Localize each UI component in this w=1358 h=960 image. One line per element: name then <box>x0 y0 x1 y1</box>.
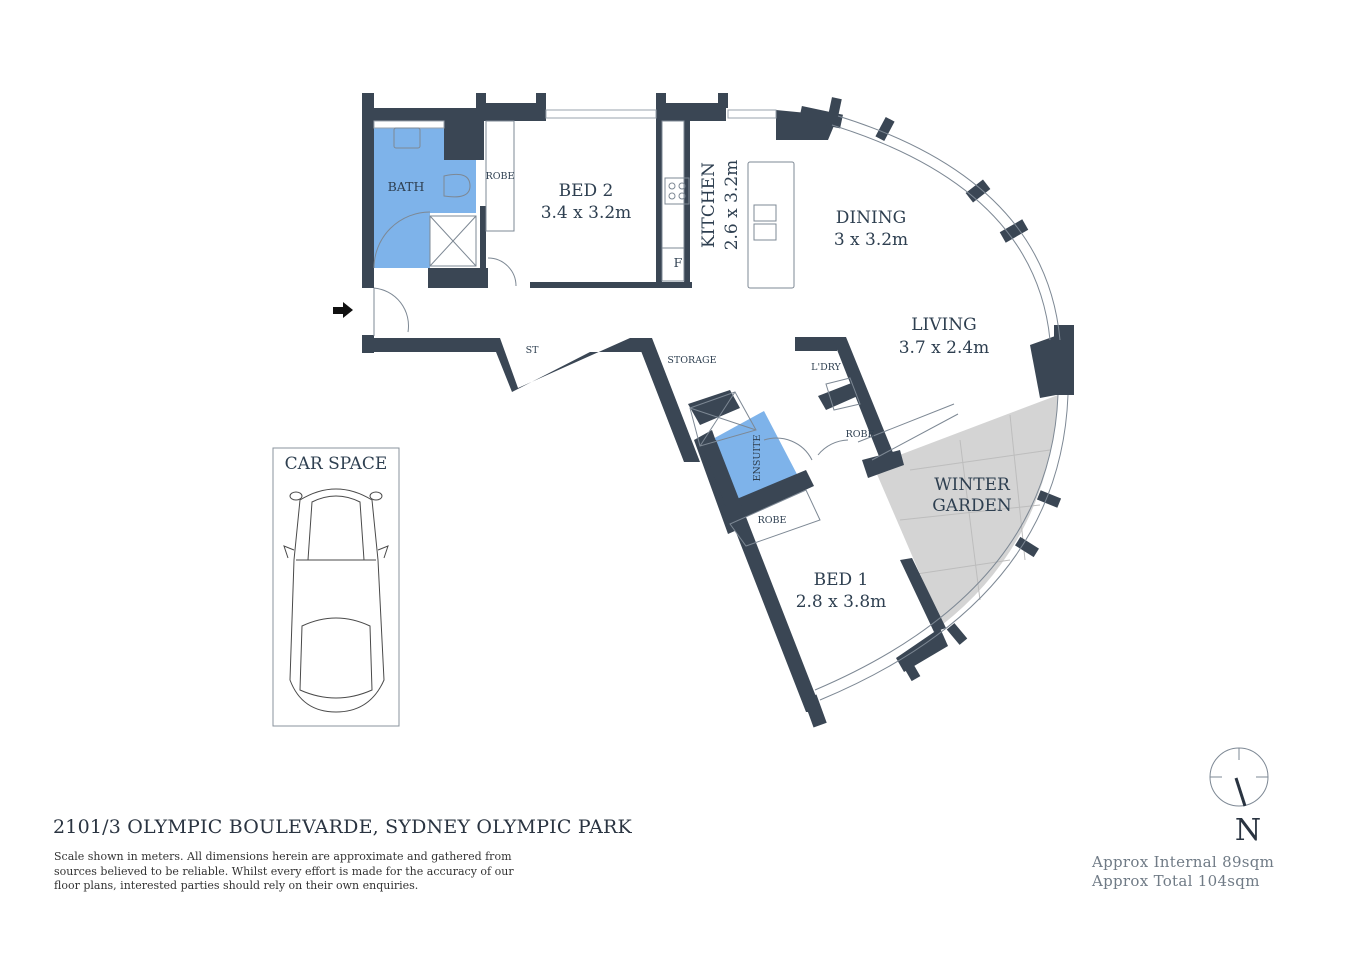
car-space <box>272 447 400 727</box>
car-outline-icon <box>283 488 389 713</box>
winter-garden-label-line2: GARDEN <box>932 496 1012 516</box>
curved-window-wall-lower <box>819 394 1069 701</box>
disclaimer-text: Scale shown in meters. All dimensions he… <box>54 850 514 892</box>
property-address: 2101/3 OLYMPIC BOULEVARDE, SYDNEY OLYMPI… <box>53 816 632 838</box>
robe-laundry-label: ROBE <box>846 429 875 440</box>
walls <box>362 93 1074 728</box>
st-label: ST <box>526 345 540 356</box>
ensuite-label: ENSUITE <box>752 435 763 482</box>
curved-window-wall <box>837 115 1061 341</box>
bed2-size-label: 3.4 x 3.2m <box>541 203 632 223</box>
robe-bed1-label: ROBE <box>758 515 787 526</box>
bed2-name-label: BED 2 <box>559 181 614 201</box>
bed1-name-label: BED 1 <box>814 570 869 590</box>
winter-garden-label-line1: WINTER <box>934 475 1011 495</box>
bed1-size-label: 2.8 x 3.8m <box>796 592 887 612</box>
bath-wet-area <box>374 128 476 268</box>
curved-window-wall-inner <box>831 124 1051 341</box>
curved-window-wall-lower-inner <box>814 394 1059 691</box>
dining-size-label: 3 x 3.2m <box>834 230 908 250</box>
compass-icon <box>1209 747 1269 807</box>
area-total: Approx Total 104sqm <box>1092 872 1260 890</box>
interior-lines <box>373 120 959 547</box>
kitchen-name-label: KITCHEN <box>699 162 719 248</box>
robe-bed2-label: ROBE <box>486 171 515 182</box>
compass-north-label: N <box>1235 813 1261 848</box>
winter-garden-tiles <box>899 414 1051 601</box>
kitchen-size-label: 2.6 x 3.2m <box>722 160 742 251</box>
fridge-label: F <box>674 255 683 270</box>
winter-garden-area <box>873 395 1058 625</box>
living-size-label: 3.7 x 2.4m <box>899 338 990 358</box>
laundry-label: L'DRY <box>811 362 841 373</box>
bath-label: BATH <box>388 179 425 194</box>
bath-window <box>373 120 445 129</box>
storage-label: STORAGE <box>667 355 716 366</box>
area-internal: Approx Internal 89sqm <box>1092 853 1275 871</box>
dining-name-label: DINING <box>836 208 906 228</box>
kitchen-window <box>727 109 777 119</box>
bed2-window <box>545 109 657 119</box>
car-space-label: CAR SPACE <box>285 454 388 474</box>
entry-arrow-icon <box>333 302 353 318</box>
living-name-label: LIVING <box>911 315 976 335</box>
